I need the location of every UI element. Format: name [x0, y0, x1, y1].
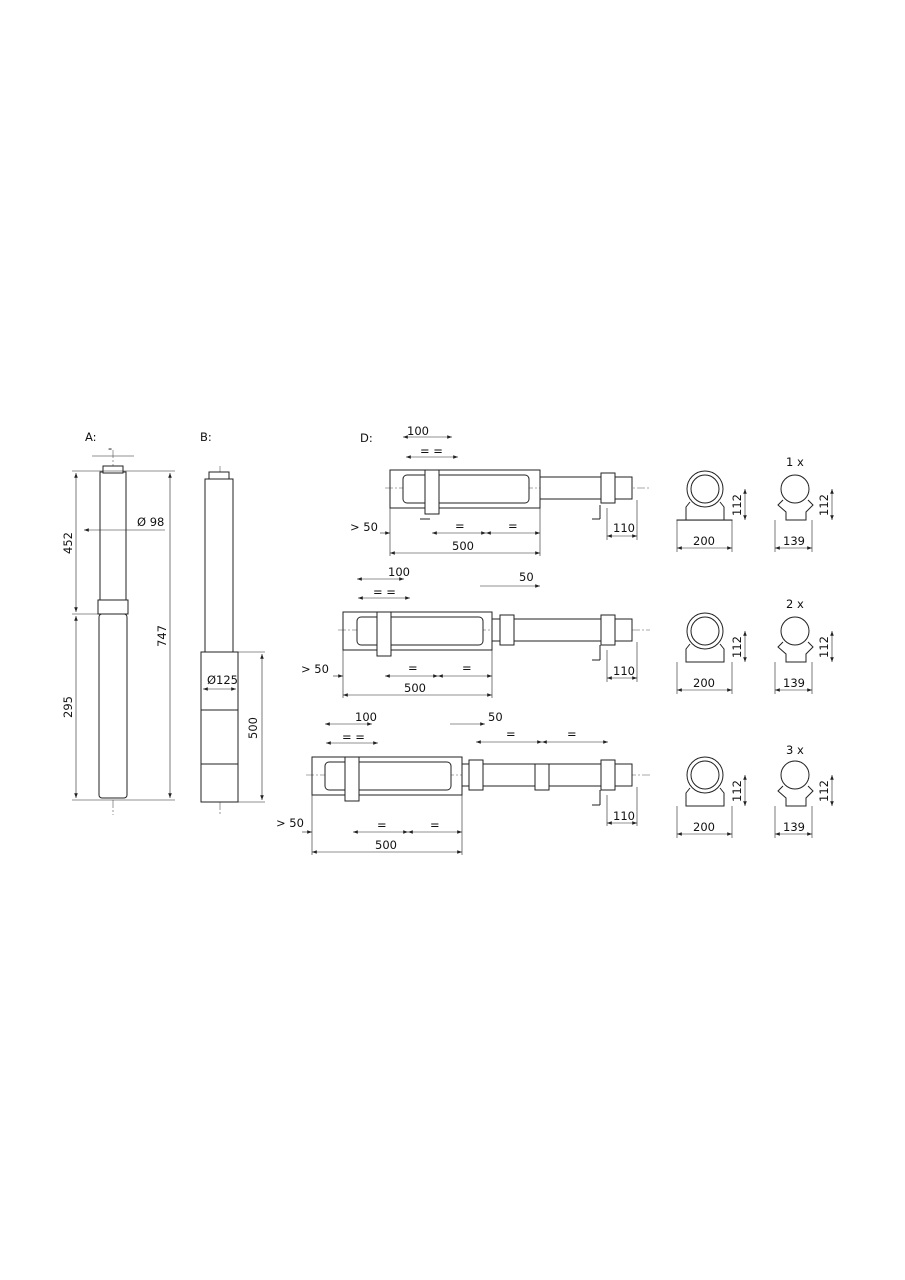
- motor: [324, 761, 452, 791]
- motor: [402, 474, 530, 504]
- motor: [98, 613, 128, 799]
- equal-mark: =: [408, 661, 418, 675]
- outlet-dim: -: [108, 441, 112, 455]
- dim-500: 500: [452, 539, 474, 553]
- dim-100: 100: [388, 565, 410, 579]
- equal-mark: =: [430, 818, 440, 832]
- dim-139: 139: [783, 534, 805, 548]
- view-a-vertical-pump: A: - 452 295 747 Ø 98: [61, 430, 175, 815]
- dim-112: 112: [817, 780, 831, 802]
- view-b-pump-with-sleeve: B: Ø125 500: [200, 430, 265, 815]
- dim-500: 500: [404, 681, 426, 695]
- dim-gap: > 50: [301, 662, 329, 676]
- equal-mark: =: [377, 818, 387, 832]
- equal-mark: =: [455, 519, 465, 533]
- dim-110: 110: [613, 809, 635, 823]
- support-clamp: [424, 469, 440, 515]
- dim-dia-125: Ø125: [207, 673, 238, 687]
- equal-mark: =: [508, 519, 518, 533]
- support-clamp: [376, 611, 392, 657]
- dim-gap: > 50: [276, 816, 304, 830]
- equal-marks: = =: [342, 730, 365, 744]
- equal-mark: =: [506, 727, 516, 741]
- pump-intake: [97, 599, 129, 615]
- view-d-label: D:: [360, 431, 373, 445]
- dim-500: 500: [375, 838, 397, 852]
- dim-452: 452: [61, 532, 75, 554]
- dim-200: 200: [693, 534, 715, 548]
- dim-139: 139: [783, 676, 805, 690]
- view-b-label: B:: [200, 430, 212, 444]
- dim-112: 112: [730, 494, 744, 516]
- dim-112: 112: [817, 494, 831, 516]
- cooling-sleeve: [200, 651, 239, 803]
- support-clamp: [344, 756, 360, 802]
- pump-body: [204, 478, 234, 654]
- horizontal-install-row-1: 100 = = > 50 = = 500 110: [350, 424, 650, 556]
- dim-139: 139: [783, 820, 805, 834]
- dim-50: 50: [488, 710, 503, 724]
- dim-200: 200: [693, 820, 715, 834]
- dim-500: 500: [246, 717, 260, 739]
- dim-100: 100: [407, 424, 429, 438]
- equal-marks: = =: [373, 585, 396, 599]
- pump-outlet: [102, 465, 124, 474]
- dim-100: 100: [355, 710, 377, 724]
- saddle-view-1: [676, 470, 747, 552]
- dim-112: 112: [730, 636, 744, 658]
- dim-200: 200: [693, 676, 715, 690]
- pump-hydraulic: [539, 476, 633, 500]
- pump-hydraulic: [491, 618, 633, 642]
- dim-110: 110: [613, 664, 635, 678]
- horizontal-install-row-2: 100 = = 50 > 50 = = 500 110: [301, 565, 650, 698]
- dim-50: 50: [519, 570, 534, 584]
- motor: [356, 616, 484, 646]
- view-a-label: A:: [85, 430, 97, 444]
- dim-dia-98: Ø 98: [137, 515, 164, 529]
- dim-gap: > 50: [350, 520, 378, 534]
- pump-hydraulic: [99, 471, 127, 601]
- equal-marks: = =: [420, 444, 443, 458]
- horizontal-install-row-3: 100 = = 50 = = > 50 = = 500 110: [276, 710, 650, 855]
- equal-mark: =: [567, 727, 577, 741]
- end-views: 200 112 139 112 1 x 200 112 139 112 2 x …: [676, 455, 834, 838]
- quantity-1x: 1 x: [786, 455, 804, 469]
- quantity-2x: 2 x: [786, 597, 804, 611]
- quantity-3x: 3 x: [786, 743, 804, 757]
- dim-110: 110: [613, 521, 635, 535]
- dim-295: 295: [61, 696, 75, 718]
- dim-747: 747: [155, 625, 169, 647]
- dim-112: 112: [730, 780, 744, 802]
- equal-mark: =: [462, 661, 472, 675]
- dim-112: 112: [817, 636, 831, 658]
